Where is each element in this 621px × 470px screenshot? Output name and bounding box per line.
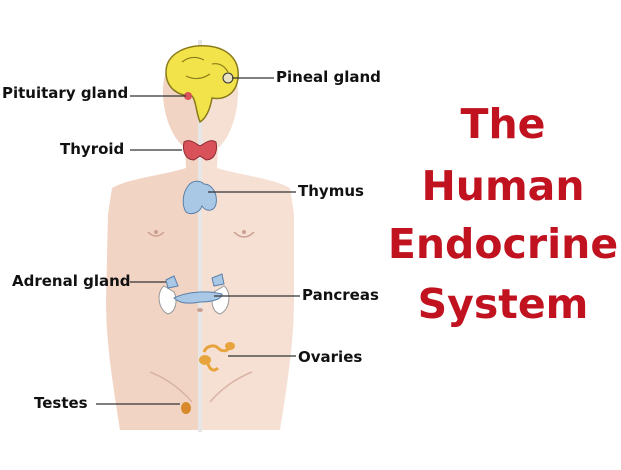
chest-right: [233, 231, 255, 238]
chest-left: [147, 231, 165, 237]
ovaries-organ: [199, 342, 235, 372]
title-line-3: Endocrine: [387, 220, 619, 268]
label-pineal-gland: Pineal gland: [276, 68, 381, 86]
adrenal-gland-left-organ: [165, 275, 179, 289]
nipple-right: [242, 230, 246, 234]
navel: [197, 308, 203, 312]
label-ovaries: Ovaries: [298, 348, 363, 366]
label-testes: Testes: [34, 394, 88, 412]
body-left-half: [106, 46, 200, 430]
body-silhouette: [106, 40, 294, 432]
title-line-4: System: [417, 280, 589, 328]
nipple-left: [154, 230, 158, 234]
label-thymus: Thymus: [298, 182, 364, 200]
abdominal-organs: [158, 273, 230, 315]
title-line-1: The: [460, 100, 546, 148]
testes-organ: [181, 402, 191, 414]
label-adrenal-gland: Adrenal gland: [12, 272, 131, 290]
label-thyroid: Thyroid: [60, 140, 125, 158]
thymus-organ: [182, 180, 217, 215]
body-right-half: [200, 46, 294, 430]
title-line-2: Human: [421, 162, 585, 210]
label-pituitary-gland: Pituitary gland: [2, 84, 129, 102]
hip-line-right: [209, 371, 253, 403]
label-pancreas: Pancreas: [302, 286, 379, 304]
pineal-gland-organ: [222, 72, 234, 84]
leader-lines: [96, 77, 300, 405]
hip-line-left: [149, 371, 193, 403]
pituitary-gland-organ: [184, 92, 192, 100]
thyroid-organ: [183, 140, 217, 161]
pancreas-organ: [173, 291, 223, 304]
adrenal-gland-right-organ: [211, 273, 225, 287]
